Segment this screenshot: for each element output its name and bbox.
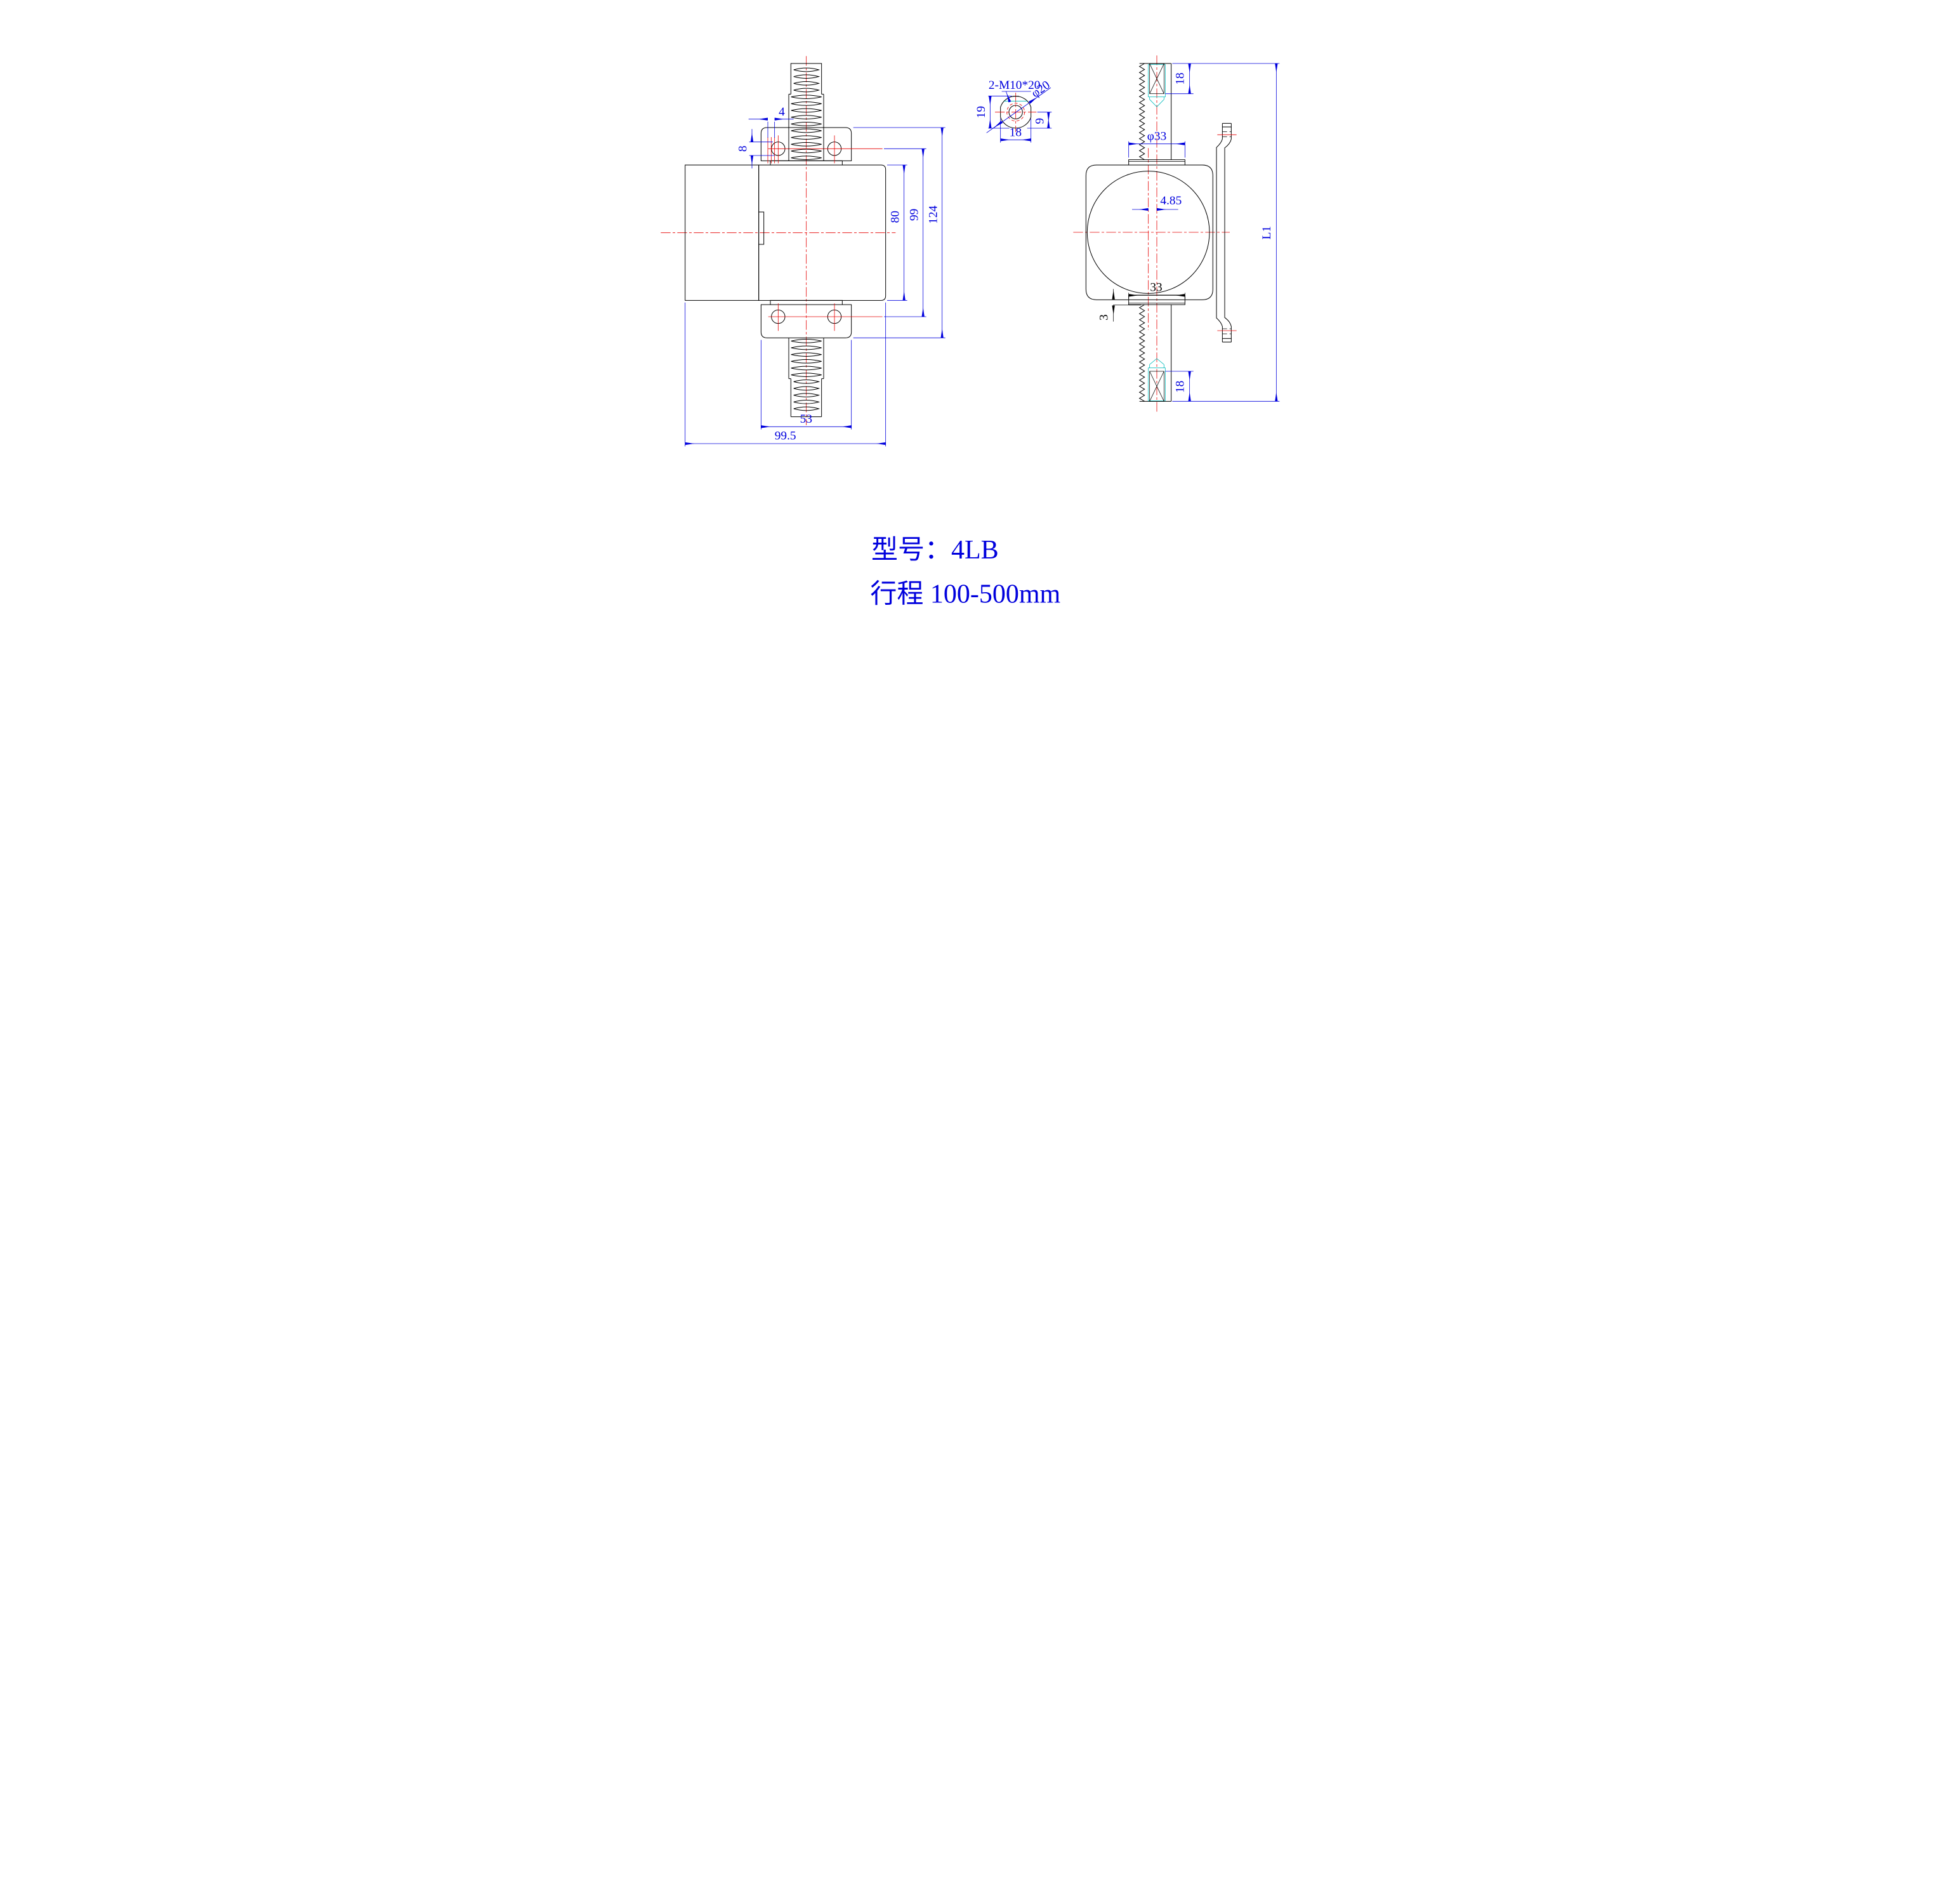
front-top-screw-threads xyxy=(791,67,822,160)
side-bottom-bearing xyxy=(1148,358,1166,402)
side-mounting-bracket xyxy=(1216,122,1237,343)
title-model: 型号：4LB xyxy=(871,536,999,565)
side-housing xyxy=(1085,164,1213,300)
dim-bottom-bearing-label: 18 xyxy=(1173,381,1187,393)
dim-detail-height: 19 xyxy=(975,95,1012,129)
dim-thread-pitch: 4 xyxy=(748,105,794,164)
front-bottom-screw-threads xyxy=(791,339,822,411)
front-top-screw-shaft xyxy=(788,63,824,161)
side-rack-teeth-lower xyxy=(1138,304,1145,402)
front-housing-notch xyxy=(758,211,765,245)
front-top-flange-plate xyxy=(770,160,843,166)
dim-overall-length: L1 xyxy=(1260,63,1278,402)
dim-flange-width: 53 xyxy=(760,340,852,430)
dim-overall-width-label: 99.5 xyxy=(775,430,796,443)
front-bottom-flange xyxy=(760,304,852,338)
front-bottom-screw-shaft xyxy=(788,338,824,418)
front-top-flange xyxy=(760,127,852,161)
front-view: 4 8 80 99 124 xyxy=(661,56,946,447)
dim-detail-width-label: 18 xyxy=(1010,126,1022,140)
dim-overall-width: 99.5 xyxy=(685,302,886,447)
dim-flange-width-label: 53 xyxy=(800,413,812,426)
dim-hole-diameter-label: 8 xyxy=(737,145,750,152)
dim-hole-diameter: 8 xyxy=(737,129,775,169)
dim-detail-offset: 9 xyxy=(1027,112,1052,129)
cad-drawing: 4 8 80 99 124 xyxy=(661,55,1280,609)
dim-thread-pitch-label: 4 xyxy=(779,105,785,119)
dim-bottom-bearing: 18 xyxy=(1165,371,1280,402)
dim-overall-length-label: L1 xyxy=(1260,226,1274,239)
title-block: 型号：4LB 行程 100-500mm xyxy=(870,536,1060,609)
dim-detail-offset-label: 9 xyxy=(1034,118,1047,124)
detail-view: 2-M10*20 φ20 19 18 9 xyxy=(975,78,1053,143)
dim-flange-span-label: 124 xyxy=(927,206,940,224)
dim-center-offset-label: 4.85 xyxy=(1160,194,1182,208)
side-rack-teeth-upper xyxy=(1138,63,1145,161)
dim-top-bearing-label: 18 xyxy=(1173,72,1187,84)
dim-flange-span: 124 xyxy=(853,127,946,338)
dim-center-offset: 4.85 xyxy=(1132,194,1182,211)
side-top-bearing xyxy=(1148,63,1166,107)
dim-collar-diameter-label: φ33 xyxy=(1147,130,1166,143)
dim-detail-width: 18 xyxy=(1000,118,1032,143)
side-gear-circle xyxy=(1086,171,1210,294)
label-tapped-holes-text: 2-M10*20 xyxy=(989,79,1041,92)
dim-collar-diameter: φ33 xyxy=(1128,130,1185,158)
side-top-collar xyxy=(1128,159,1185,166)
drawing-sheet: 4 8 80 99 124 xyxy=(652,0,1305,635)
title-stroke: 行程 100-500mm xyxy=(870,579,1060,609)
dim-hole-span-label: 99 xyxy=(908,209,921,221)
dim-hole-span: 99 xyxy=(884,148,926,317)
dim-collar-thickness-label: 3 xyxy=(1097,314,1110,321)
dim-collar-width-label: 33 xyxy=(1150,281,1162,294)
dim-body-height: 80 xyxy=(887,164,907,301)
front-bottom-flange-plate xyxy=(770,300,843,305)
front-main-housing xyxy=(758,164,886,301)
label-tapped-holes: 2-M10*20 xyxy=(989,79,1041,103)
dim-top-bearing: 18 xyxy=(1165,63,1280,95)
dim-body-height-label: 80 xyxy=(889,211,902,223)
dim-detail-height-label: 19 xyxy=(975,106,988,118)
dim-collar-thickness: 3 xyxy=(1097,289,1141,322)
dim-collar-width: 33 xyxy=(1128,281,1185,299)
side-view: 18 φ33 4.85 33 3 xyxy=(1073,55,1280,413)
